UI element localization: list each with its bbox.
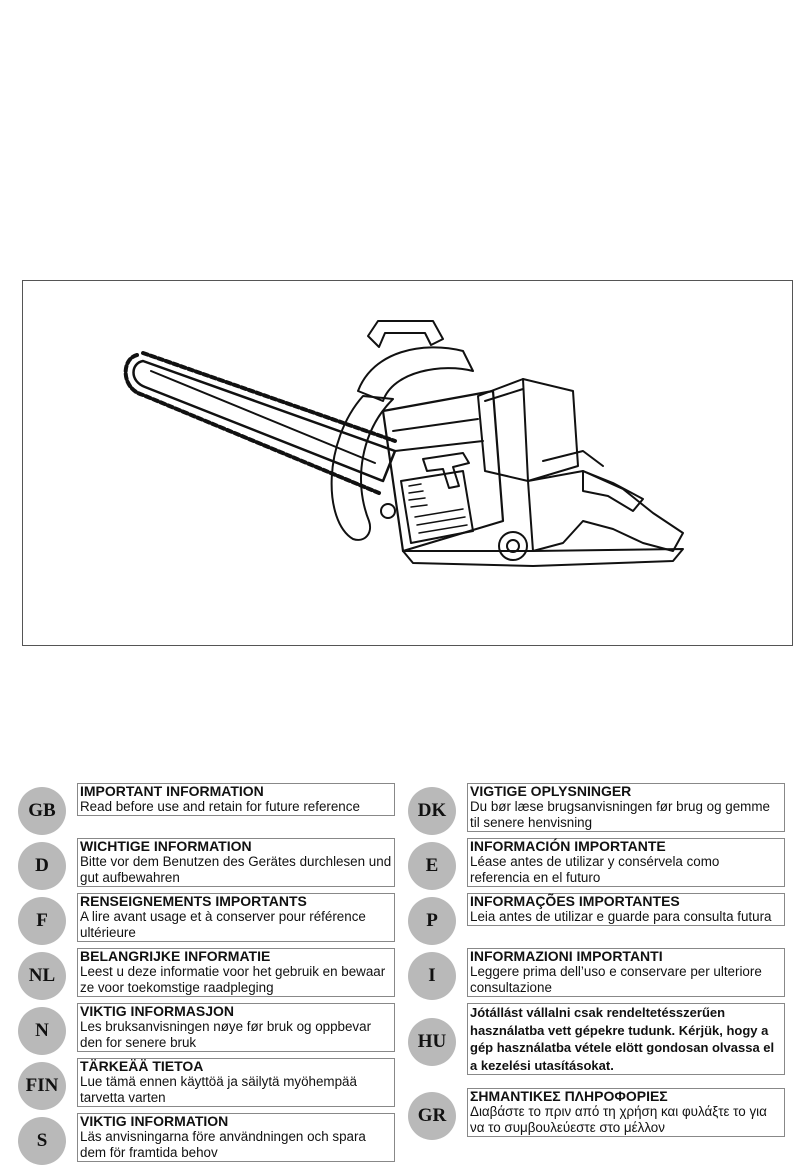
info-box: TÄRKEÄÄ TIETOA Lue tämä ennen käyttöä ja… — [77, 1058, 395, 1107]
info-title: TÄRKEÄÄ TIETOA — [80, 1058, 204, 1074]
info-title: IMPORTANT INFORMATION — [80, 783, 264, 799]
info-row-hu: HU Jótállást vállalni csak rendeltetéssz… — [408, 1000, 793, 1085]
language-badge: N — [18, 1007, 66, 1055]
info-column-right: DK VIGTIGE OPLYSNINGER Du bør læse brugs… — [408, 780, 793, 1140]
info-row-gr: GR ΣΗΜΑΝΤΙΚΕΣ ΠΛΗΡΟΦΟΡΙΕΣ Διαβάστε το πρ… — [408, 1085, 793, 1140]
info-row-gb: GB IMPORTANT INFORMATION Read before use… — [18, 780, 403, 835]
info-title: INFORMAÇÕES IMPORTANTES — [470, 893, 680, 909]
info-text: Leia antes de utilizar e guarde para con… — [470, 909, 772, 924]
info-title: VIKTIG INFORMATION — [80, 1113, 229, 1129]
info-box: VIKTIG INFORMATION Läs anvisningarna för… — [77, 1113, 395, 1162]
info-title: VIGTIGE OPLYSNINGER — [470, 783, 632, 799]
language-badge: GB — [18, 787, 66, 835]
info-box: WICHTIGE INFORMATION Bitte vor dem Benut… — [77, 838, 395, 887]
info-text: Léase antes de utilizar y consérvela com… — [470, 854, 720, 885]
info-text: Läs anvisningarna före användningen och … — [80, 1129, 366, 1160]
info-text: Leggere prima dell’uso e conservare per … — [470, 964, 762, 995]
info-row-e: E INFORMACIÓN IMPORTANTE Léase antes de … — [408, 835, 793, 890]
info-row-dk: DK VIGTIGE OPLYSNINGER Du bør læse brugs… — [408, 780, 793, 835]
info-column-left: GB IMPORTANT INFORMATION Read before use… — [18, 780, 403, 1165]
info-text: Les bruksanvisningen nøye før bruk og op… — [80, 1019, 372, 1050]
info-row-f: F RENSEIGNEMENTS IMPORTANTS A lire avant… — [18, 890, 403, 945]
language-badge: E — [408, 842, 456, 890]
info-title: INFORMAZIONI IMPORTANTI — [470, 948, 663, 964]
info-row-p: P INFORMAÇÕES IMPORTANTES Leia antes de … — [408, 890, 793, 945]
language-badge: DK — [408, 787, 456, 835]
info-title: VIKTIG INFORMASJON — [80, 1003, 235, 1019]
illustration-frame — [22, 280, 793, 646]
info-box: RENSEIGNEMENTS IMPORTANTS A lire avant u… — [77, 893, 395, 942]
info-title: BELANGRIJKE INFORMATIE — [80, 948, 271, 964]
chainsaw-illustration — [123, 320, 684, 567]
language-badge: P — [408, 897, 456, 945]
info-box: IMPORTANT INFORMATION Read before use an… — [77, 783, 395, 816]
language-badge: F — [18, 897, 66, 945]
info-box: VIKTIG INFORMASJON Les bruksanvisningen … — [77, 1003, 395, 1052]
info-row-fin: FIN TÄRKEÄÄ TIETOA Lue tämä ennen käyttö… — [18, 1055, 403, 1110]
info-text: Lue tämä ennen käyttöä ja säilytä myöhem… — [80, 1074, 357, 1105]
info-text: A lire avant usage et à conserver pour r… — [80, 909, 366, 940]
info-title: INFORMACIÓN IMPORTANTE — [470, 838, 666, 854]
info-title: RENSEIGNEMENTS IMPORTANTS — [80, 893, 307, 909]
info-text: Jótállást vállalni csak rendeltetésszerű… — [470, 1005, 775, 1073]
info-row-i: I INFORMAZIONI IMPORTANTI Leggere prima … — [408, 945, 793, 1000]
info-text: Du bør læse brugsanvisningen før brug og… — [470, 799, 770, 830]
info-box: INFORMAZIONI IMPORTANTI Leggere prima de… — [467, 948, 785, 997]
info-box: INFORMAÇÕES IMPORTANTES Leia antes de ut… — [467, 893, 785, 926]
info-title: ΣΗΜΑΝΤΙΚΕΣ ΠΛΗΡΟΦΟΡΙΕΣ — [470, 1088, 668, 1104]
info-box: BELANGRIJKE INFORMATIE Leest u deze info… — [77, 948, 395, 997]
info-box: Jótállást vállalni csak rendeltetésszerű… — [467, 1003, 785, 1075]
info-text: Read before use and retain for future re… — [80, 799, 360, 814]
info-box: VIGTIGE OPLYSNINGER Du bør læse brugsanv… — [467, 783, 785, 832]
language-badge: NL — [18, 952, 66, 1000]
info-title: WICHTIGE INFORMATION — [80, 838, 252, 854]
language-badge: FIN — [18, 1062, 66, 1110]
info-row-s: S VIKTIG INFORMATION Läs anvisningarna f… — [18, 1110, 403, 1165]
info-row-nl: NL BELANGRIJKE INFORMATIE Leest u deze i… — [18, 945, 403, 1000]
info-text: Bitte vor dem Benutzen des Gerätes durch… — [80, 854, 392, 885]
info-text: Leest u deze informatie voor het gebruik… — [80, 964, 386, 995]
info-row-n: N VIKTIG INFORMASJON Les bruksanvisninge… — [18, 1000, 403, 1055]
info-text: Διαβάστε το πριν από τη χρήση και φυλάξτ… — [470, 1104, 767, 1135]
language-badge: I — [408, 952, 456, 1000]
language-badge: D — [18, 842, 66, 890]
language-badge: GR — [408, 1092, 456, 1140]
info-row-d: D WICHTIGE INFORMATION Bitte vor dem Ben… — [18, 835, 403, 890]
language-badge: HU — [408, 1018, 456, 1066]
info-box: INFORMACIÓN IMPORTANTE Léase antes de ut… — [467, 838, 785, 887]
language-badge: S — [18, 1117, 66, 1165]
info-box: ΣΗΜΑΝΤΙΚΕΣ ΠΛΗΡΟΦΟΡΙΕΣ Διαβάστε το πριν … — [467, 1088, 785, 1137]
